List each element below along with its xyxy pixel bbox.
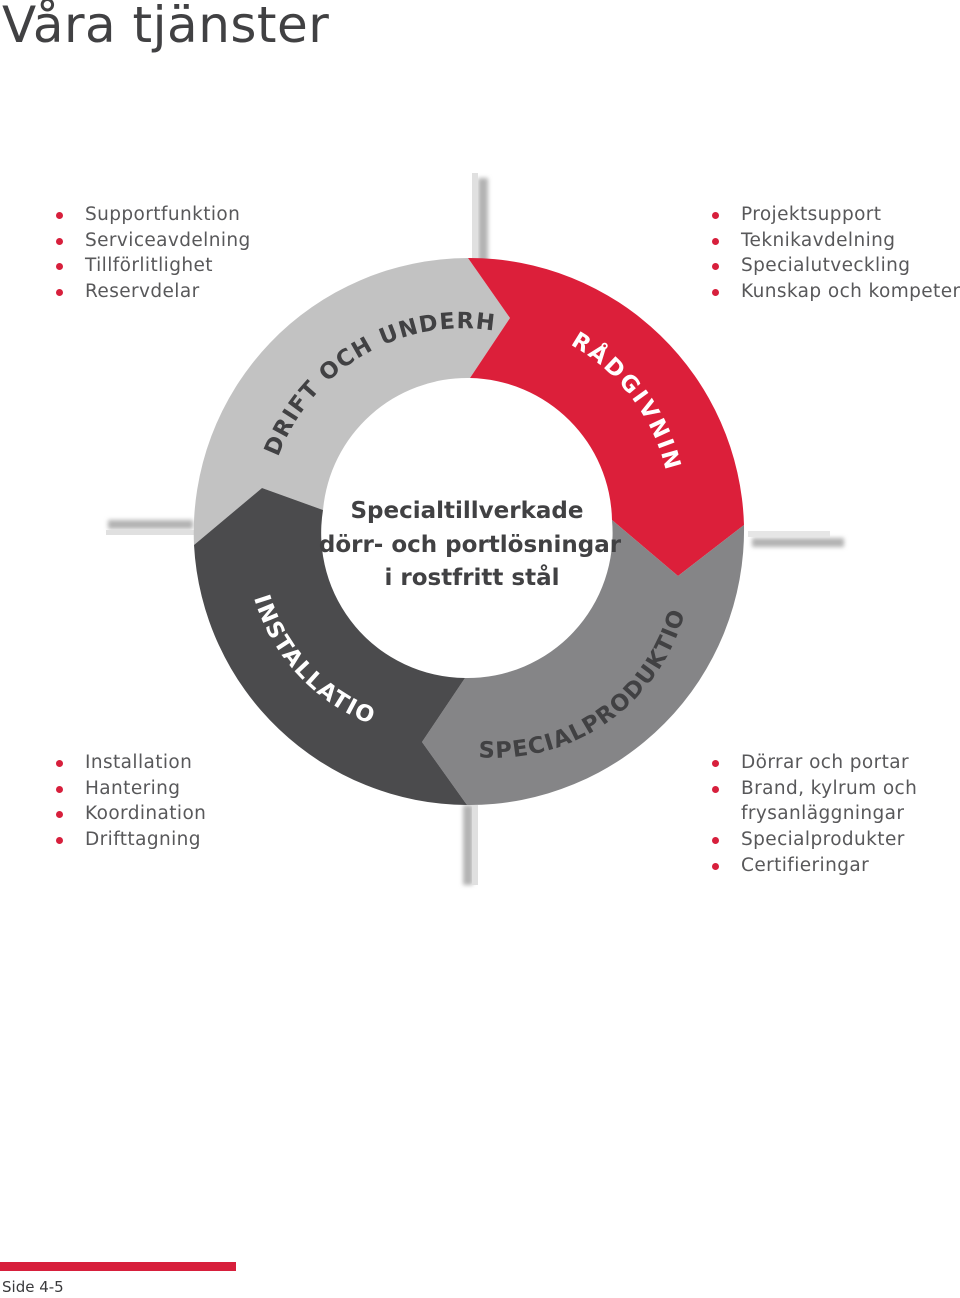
center-line-2: dörr- och portlösningar [319, 532, 622, 558]
center-line-3: i rostfritt stål [384, 564, 559, 591]
guide-bottom [472, 805, 478, 885]
center-caption: Specialtillverkade dörr- och portlösning… [319, 498, 622, 591]
list-item: Supportfunktion [56, 202, 251, 228]
list-item: Kunskap och kompetens [712, 279, 960, 305]
segment-installation [194, 488, 467, 805]
list-item: Koordination [56, 801, 206, 827]
list-item: Drifttagning [56, 827, 206, 853]
cross-guides [106, 173, 844, 885]
services-list-radgivning: Projektsupport Teknikavdelning Specialut… [712, 202, 960, 305]
list-item: Certifieringar [712, 853, 917, 879]
guide-bottom-shadow [463, 805, 473, 885]
list-item-continuation: frysanläggningar [741, 803, 905, 825]
services-list-installation: Installation Hantering Koordination Drif… [56, 750, 206, 853]
guide-top [472, 173, 478, 268]
page-title: Våra tjänster [2, 0, 330, 54]
page-number: Side 4-5 [2, 1278, 64, 1296]
list-item: Specialprodukter [712, 827, 917, 853]
list-item: Brand, kylrum och [712, 776, 917, 802]
segment-radgivning [468, 257, 744, 576]
guide-left [106, 530, 194, 535]
list-item: Specialutveckling [712, 253, 960, 279]
list-item: Dörrar och portar [712, 750, 917, 776]
center-line-1: Specialtillverkade [350, 498, 583, 524]
services-list-drift: Supportfunktion Serviceavdelning Tillför… [56, 202, 251, 305]
footer-accent-bar [0, 1262, 236, 1271]
segment-specialproduktion [422, 520, 745, 806]
guide-left-shadow [108, 520, 193, 529]
list-item: Teknikavdelning [712, 228, 960, 254]
list-item: Tillförlitlighet [56, 253, 251, 279]
list-item: Hantering [56, 776, 206, 802]
guide-right [748, 531, 830, 537]
guide-right-shadow [752, 538, 844, 547]
services-list-specialproduktion: Dörrar och portar Brand, kylrum och frys… [712, 750, 917, 879]
segment-drift-och-underhall [193, 258, 510, 545]
list-item: Reservdelar [56, 279, 251, 305]
list-item: Serviceavdelning [56, 228, 251, 254]
list-item: Installation [56, 750, 206, 776]
guide-top-shadow [478, 178, 488, 268]
list-item: Projektsupport [712, 202, 960, 228]
